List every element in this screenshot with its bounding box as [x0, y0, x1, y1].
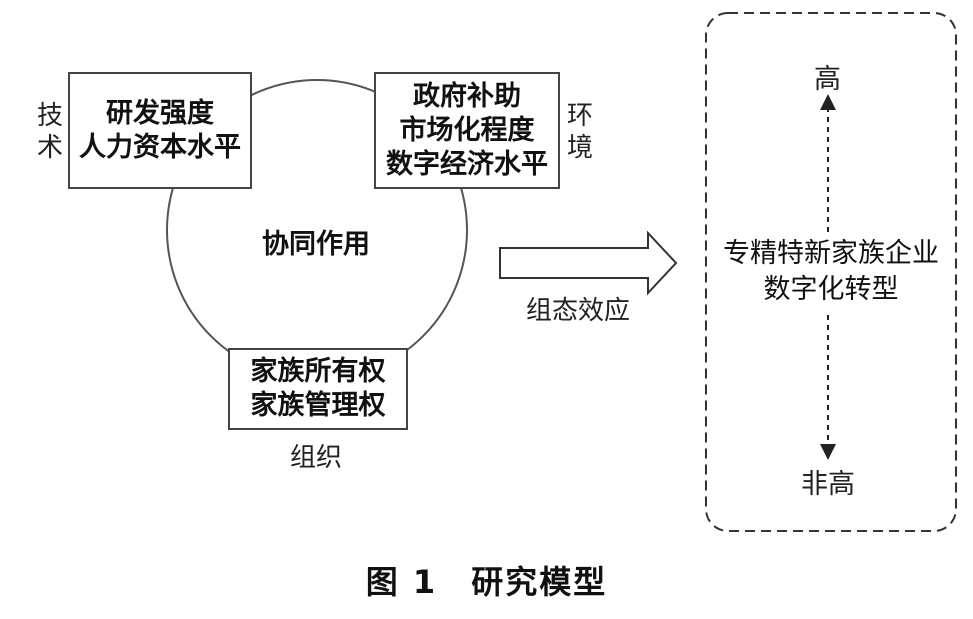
non-high-label: 非高: [801, 469, 855, 500]
outcome-text: 专精特新家族企业 数字化转型: [706, 236, 956, 308]
outcome-container: [705, 12, 957, 532]
environment-line-3: 数字经济水平: [386, 148, 548, 180]
high-label: 高: [814, 64, 841, 95]
organization-line-1: 家族所有权: [250, 356, 386, 387]
technology-line-1: 研发强度: [106, 97, 214, 129]
figure-caption: 图 1 研究模型: [365, 563, 608, 601]
environment-box: 政府补助 市场化程度 数字经济水平: [374, 72, 560, 189]
organization-line-2: 家族管理权: [250, 390, 386, 421]
environment-line-2: 市场化程度: [399, 114, 535, 146]
organization-box: 家族所有权 家族管理权: [228, 348, 408, 430]
synergy-label: 协同作用: [262, 229, 370, 260]
configuration-effect-label: 组态效应: [526, 296, 631, 326]
environment-line-1: 政府补助: [413, 80, 521, 112]
technology-label: 技术: [36, 101, 63, 163]
organization-label: 组织: [290, 443, 343, 473]
environment-label: 环境: [566, 101, 593, 163]
configuration-effect-arrow: [499, 230, 678, 296]
outcome-line-2: 数字化转型: [763, 274, 899, 305]
outcome-line-1: 专精特新家族企业: [723, 238, 939, 269]
technology-line-2: 人力资本水平: [79, 131, 241, 163]
technology-box: 研发强度 人力资本水平: [68, 72, 252, 189]
